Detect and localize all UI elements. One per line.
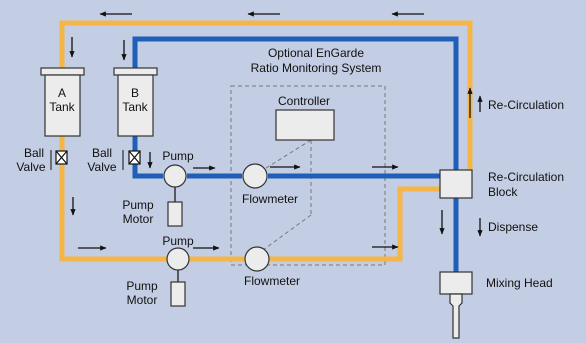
- system-title-line-2: Ratio Monitoring System: [251, 61, 382, 75]
- pump-icon: [163, 164, 187, 188]
- pump-icon: [166, 247, 190, 271]
- recirculation-label: Re-Circulation: [488, 98, 564, 112]
- component-b-line: [132, 36, 459, 272]
- pump-motor-a: [170, 281, 186, 307]
- system-title-line-1: Optional EnGarde: [268, 46, 364, 60]
- ball-valve-a-label-1: Ball: [24, 146, 44, 160]
- flowmeter-a-label: Flowmeter: [244, 274, 300, 288]
- ball-valve-b-label-2: Valve: [87, 160, 116, 174]
- recirculation-block: [439, 169, 473, 199]
- tank-b-label: Tank: [122, 100, 148, 114]
- mixing-head-nozzle: [449, 293, 463, 339]
- pump-b-label: Pump: [162, 149, 194, 163]
- controller-signal-line-b: [262, 139, 312, 171]
- flow-arrows: [69, 11, 483, 251]
- pump-motor-b-label-2: Motor: [123, 212, 154, 226]
- controller: [275, 109, 335, 141]
- tank-b-letter: B: [131, 86, 139, 100]
- pump-motor-a-label-1: Pump: [126, 279, 158, 293]
- pump-motor-b: [167, 201, 183, 227]
- pump-a-label: Pump: [162, 234, 194, 248]
- pump-motor-b-label-1: Pump: [122, 198, 154, 212]
- pump-motor-a-label-2: Motor: [127, 293, 158, 307]
- ball-valve-icon: [128, 150, 141, 165]
- ball-valve-b-label-1: Ball: [92, 146, 112, 160]
- recirculation-block-label-1: Re-Circulation: [488, 170, 564, 184]
- controller-signal-line-a2: [262, 214, 312, 251]
- tank-a-letter: A: [58, 86, 66, 100]
- flowmeter-icon: [244, 246, 270, 272]
- tank-a: A Tank: [40, 67, 85, 137]
- ball-valve-a-label-2: Valve: [16, 160, 45, 174]
- tank-b: B Tank: [113, 67, 158, 137]
- tank-a-label: Tank: [49, 100, 75, 114]
- controller-label: Controller: [278, 94, 330, 108]
- flowmeter-icon: [242, 163, 268, 189]
- dispense-label: Dispense: [488, 220, 538, 234]
- flowmeter-b-label: Flowmeter: [242, 192, 298, 206]
- recirculation-block-label-2: Block: [488, 185, 518, 199]
- mixing-head-label: Mixing Head: [486, 276, 553, 290]
- ball-valve-icon: [55, 150, 68, 165]
- mixing-head: [439, 271, 473, 295]
